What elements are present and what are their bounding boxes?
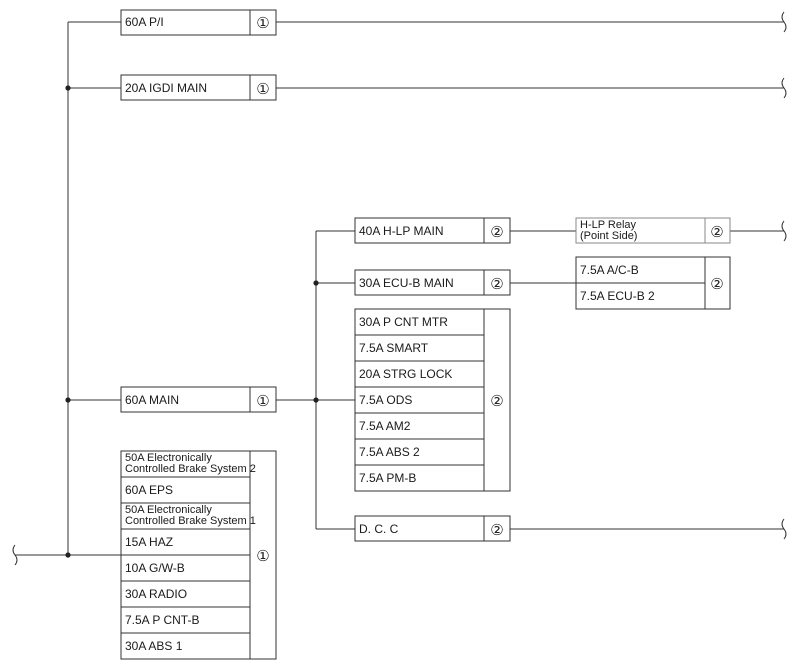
junction-dot [65, 397, 71, 403]
fuse-label-haz: 15A HAZ [125, 535, 174, 549]
fuse-box-main [120, 386, 277, 413]
fuse-label-ods: 7.5A ODS [359, 393, 413, 407]
fuse-label-ecb2: 50A Electronically Controlled Brake Syst… [125, 453, 256, 475]
block-marker-1: ① [256, 547, 269, 565]
fuse-group-2 [354, 308, 511, 492]
fuse-label-pi: 60A P/I [125, 15, 164, 29]
ecb1-line1: 50A Electronically [125, 504, 212, 516]
break-mark-igdi [781, 77, 787, 99]
fuse-label-gwb: 10A G/W-B [125, 561, 185, 575]
hlp-relay-line2: (Point Side) [580, 230, 638, 242]
fuse-label-strg-lock: 20A STRG LOCK [359, 367, 453, 381]
fuse-box-hlp [354, 217, 511, 244]
fuse-label-p-cnt-b: 7.5A P CNT-B [125, 613, 200, 627]
hlp-relay-box [575, 217, 731, 244]
fuse-label-radio: 30A RADIO [125, 587, 188, 601]
fuse-label-ac-b: 7.5A A/C-B [580, 263, 639, 277]
block-marker-1: ① [256, 14, 269, 32]
block-marker-2: ② [710, 275, 723, 293]
fuse-box-ecub [354, 269, 511, 296]
fuse-label-ecb1: 50A Electronically Controlled Brake Syst… [125, 505, 256, 527]
fuse-label-main: 60A MAIN [125, 393, 180, 407]
break-mark-relay [781, 220, 787, 242]
fuse-box-pi [120, 9, 277, 36]
junction-dot [65, 552, 71, 558]
block-marker-2: ② [490, 392, 503, 410]
fuse-label-hlp-main: 40A H-LP MAIN [359, 224, 444, 238]
ecb2-line2: Controlled Brake System 2 [125, 463, 256, 475]
fuse-box-dcc [354, 515, 511, 542]
junction-dot [313, 280, 319, 286]
break-mark-pi [781, 11, 787, 33]
fuse-label-pm-b: 7.5A PM-B [359, 471, 417, 485]
fuse-label-igdi: 20A IGDI MAIN [125, 81, 208, 95]
junction-dot [313, 397, 319, 403]
break-mark-dcc [781, 518, 787, 540]
block-marker-2: ② [710, 223, 723, 241]
fuse-label-eps: 60A EPS [125, 483, 174, 497]
fuse-label-abs2: 7.5A ABS 2 [359, 445, 420, 459]
block-marker-2: ② [490, 223, 503, 241]
fuse-box-igdi [120, 74, 277, 101]
block-marker-2: ② [490, 275, 503, 293]
block-marker-1: ① [256, 80, 269, 98]
fuse-label-ecub2: 7.5A ECU-B 2 [580, 289, 655, 303]
ecb2-line1: 50A Electronically [125, 452, 212, 464]
fuse-label-dcc: D. C. C [359, 522, 399, 536]
hlp-relay-label: H-LP Relay (Point Side) [580, 220, 637, 242]
junction-dot [65, 85, 71, 91]
fuse-label-am2: 7.5A AM2 [359, 419, 411, 433]
fuse-label-smart: 7.5A SMART [359, 341, 429, 355]
fuse-label-abs1: 30A ABS 1 [125, 639, 183, 653]
block-marker-2: ② [490, 521, 503, 539]
fuse-label-ecub-main: 30A ECU-B MAIN [359, 276, 454, 290]
break-mark-input [12, 544, 18, 566]
fuse-label-p-cnt-mtr: 30A P CNT MTR [359, 315, 448, 329]
ecb1-line2: Controlled Brake System 1 [125, 515, 256, 527]
hlp-relay-line1: H-LP Relay [580, 219, 637, 231]
block-marker-1: ① [256, 392, 269, 410]
